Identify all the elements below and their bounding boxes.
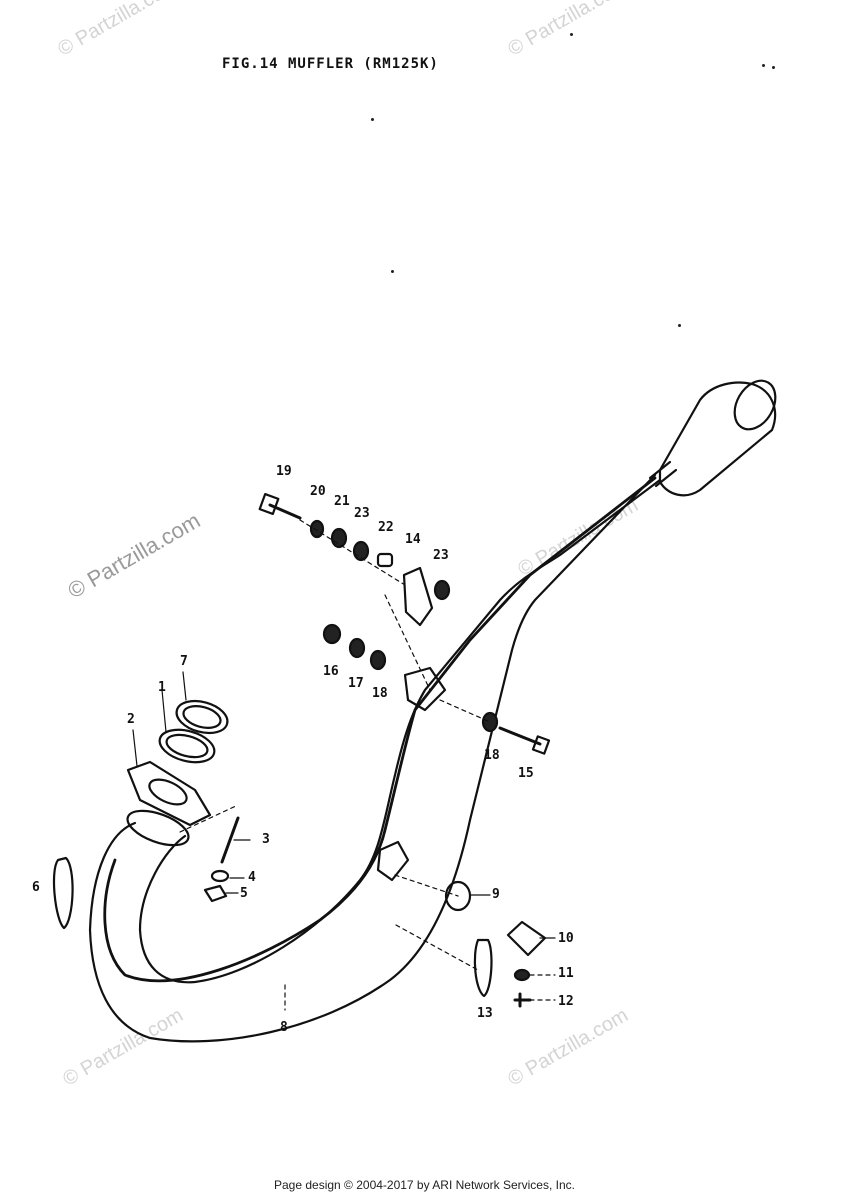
- callout-16: 16: [323, 664, 339, 679]
- callout-19: 19: [276, 464, 292, 479]
- callout-20: 20: [310, 484, 326, 499]
- rubber-9: [444, 880, 472, 912]
- leader: [439, 699, 491, 723]
- callout-22: 22: [378, 520, 394, 535]
- callout-9: 9: [492, 887, 500, 902]
- callout-13: 13: [477, 1006, 493, 1021]
- speck: [371, 118, 374, 121]
- leader: [179, 804, 239, 833]
- speck: [391, 270, 394, 273]
- speck: [762, 64, 765, 67]
- speck: [772, 66, 775, 69]
- callout-14: 14: [405, 532, 421, 547]
- callout-5: 5: [240, 886, 248, 901]
- leader: [394, 874, 459, 897]
- collar-22: [376, 552, 394, 568]
- pipe-lower-bracket: [376, 840, 410, 882]
- callout-7: 7: [180, 654, 188, 669]
- bracket-10: [506, 920, 547, 957]
- washer-20: [309, 519, 325, 539]
- washer-21: [330, 527, 348, 549]
- stud-3: [220, 816, 240, 864]
- pipe-inlet: [126, 809, 190, 847]
- callout-12: 12: [558, 994, 574, 1009]
- flange-2-hole: [148, 778, 188, 806]
- callout-18a: 18: [372, 686, 388, 701]
- silencer-end-cap: [733, 379, 777, 431]
- washer-23a: [352, 540, 370, 562]
- callout-23a: 23: [354, 506, 370, 521]
- gasket-7: [175, 699, 229, 735]
- washer-23b: [433, 579, 451, 601]
- washer-17: [348, 637, 366, 659]
- washer-18b: [481, 711, 499, 733]
- washer-18a: [369, 649, 387, 671]
- callout-21: 21: [334, 494, 350, 509]
- callout-17: 17: [348, 676, 364, 691]
- figure-title: FIG.14 MUFFLER (RM125K): [222, 56, 439, 72]
- speck: [678, 324, 681, 327]
- exhaust-pipe-outline: [88, 473, 657, 1043]
- leader: [132, 729, 138, 767]
- gasket-1-inner: [165, 733, 209, 759]
- callout-1: 1: [158, 680, 166, 695]
- leader: [395, 924, 479, 971]
- silencer-body: [658, 381, 777, 497]
- callout-10: 10: [558, 931, 574, 946]
- spring-6: [52, 856, 74, 930]
- bolt-19-head: [258, 492, 280, 516]
- bracket-14: [402, 566, 434, 627]
- rubber-16: [322, 623, 342, 645]
- nut-5: [203, 884, 228, 903]
- bolt-12: [513, 992, 532, 1008]
- exhaust-pipe-seam: [103, 476, 657, 983]
- callout-2: 2: [127, 712, 135, 727]
- gasket-1: [158, 728, 216, 764]
- silencer-joint: [648, 460, 678, 488]
- bolt-15: [498, 726, 542, 746]
- callout-15: 15: [518, 766, 534, 781]
- speck: [570, 33, 573, 36]
- callout-18b: 18: [484, 748, 500, 763]
- leader: [384, 594, 431, 691]
- pipe-mount-bracket: [403, 666, 447, 712]
- callout-6: 6: [32, 880, 40, 895]
- washer-4: [210, 869, 230, 883]
- callout-3: 3: [262, 832, 270, 847]
- washer-11: [513, 968, 531, 982]
- callout-23b: 23: [433, 548, 449, 563]
- callout-11: 11: [558, 966, 574, 981]
- callout-8: 8: [280, 1020, 288, 1035]
- spring-13: [473, 938, 493, 998]
- page-footer: Page design © 2004-2017 by ARI Network S…: [273, 1178, 575, 1192]
- leader: [161, 689, 167, 733]
- gasket-7-inner: [182, 705, 222, 729]
- callout-4: 4: [248, 870, 256, 885]
- bolt-15-head: [531, 735, 551, 755]
- leader: [299, 519, 406, 586]
- leader: [182, 671, 187, 701]
- flange-2: [126, 760, 212, 827]
